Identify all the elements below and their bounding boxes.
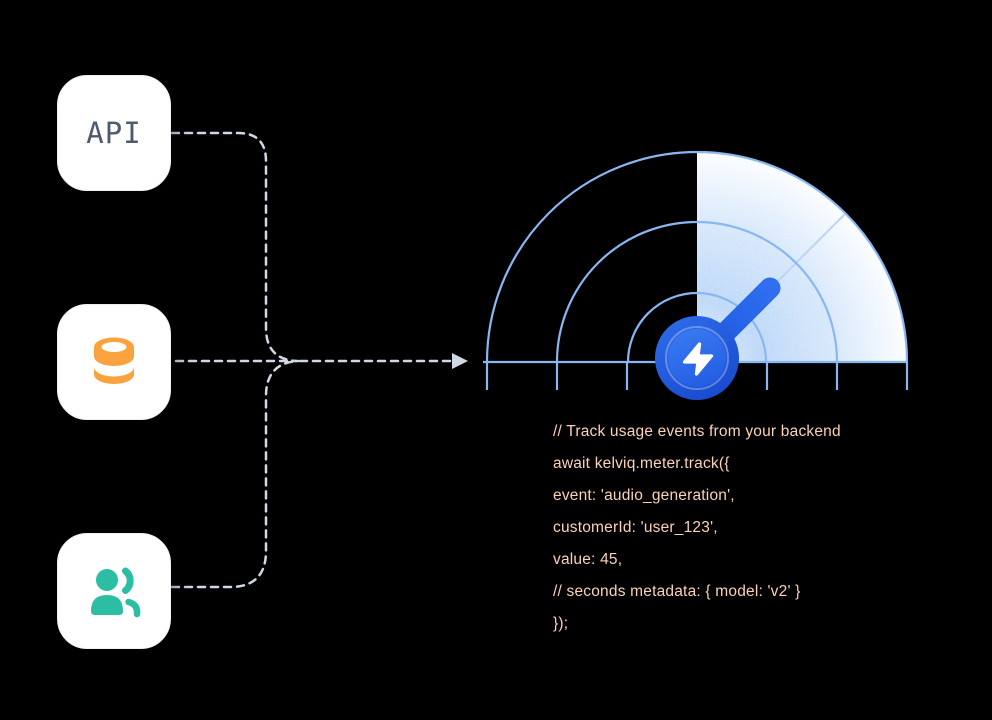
arrowhead-icon xyxy=(452,353,468,369)
source-card-database xyxy=(57,304,171,420)
gauge-arc-inner xyxy=(626,291,768,363)
connector-group xyxy=(170,131,454,589)
source-card-api: API xyxy=(57,75,171,191)
users-icon xyxy=(91,567,141,618)
code-line: event: 'audio_generation', xyxy=(553,487,735,504)
gauge-arc-outer xyxy=(485,150,909,363)
gauge-hub xyxy=(655,316,739,400)
code-line: }); xyxy=(553,615,569,632)
code-line: value: 45, xyxy=(553,551,623,568)
code-snippet: // Track usage events from your backend … xyxy=(553,422,933,646)
code-line: customerId: 'user_123', xyxy=(553,519,718,536)
code-line: // Track usage events from your backend xyxy=(553,423,841,440)
source-card-users xyxy=(57,533,171,649)
gauge-hub-rim-highlight xyxy=(665,326,729,390)
gauge-arcs xyxy=(483,150,909,390)
code-line: // seconds metadata: { model: 'v2' } xyxy=(553,583,801,600)
database-icon xyxy=(94,337,134,384)
connector-api xyxy=(170,131,298,363)
gauge-arc-middle xyxy=(555,220,839,363)
api-label: API xyxy=(86,116,142,150)
connector-users xyxy=(170,359,300,589)
lightning-bolt-icon xyxy=(682,342,714,376)
usage-gauge xyxy=(483,150,909,400)
code-line: await kelviq.meter.track({ xyxy=(553,455,730,472)
